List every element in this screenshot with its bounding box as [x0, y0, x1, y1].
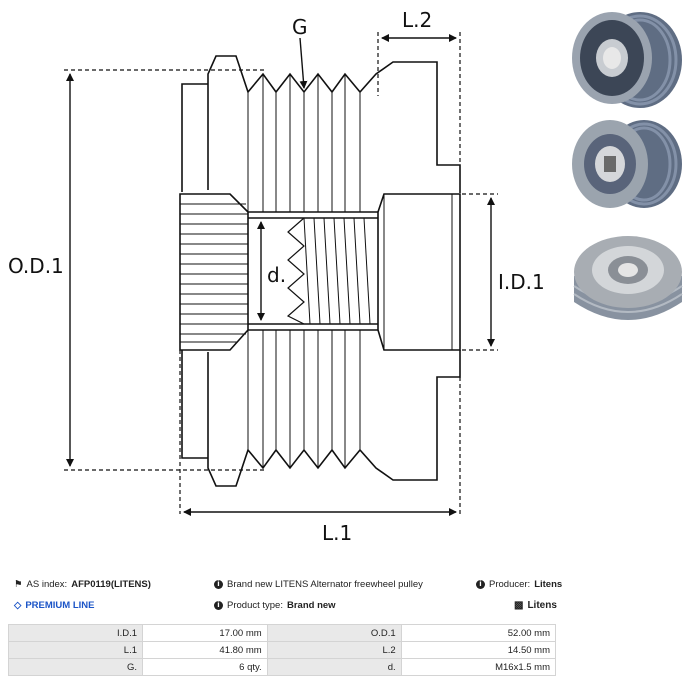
- spec-key: L.1: [8, 641, 143, 659]
- label-l2: L.2: [402, 8, 432, 32]
- info-icon: i: [476, 580, 485, 589]
- producer-label: Producer:: [489, 579, 531, 590]
- spec-value: 17.00 mm: [142, 624, 268, 642]
- spec-value: 52.00 mm: [400, 624, 557, 642]
- g-leader-line: [299, 37, 308, 89]
- litens-logo-text: Litens: [527, 600, 557, 611]
- description-text: Brand new LITENS Alternator freewheel pu…: [227, 579, 423, 590]
- label-od1: O.D.1: [8, 254, 64, 278]
- as-index-value: AFP0119(LITENS): [71, 579, 151, 590]
- spec-key: O.D.1: [266, 624, 402, 642]
- pulley-photo-perspective: [573, 236, 683, 320]
- pulley-outline-top: [207, 55, 461, 193]
- diamond-icon: ◇: [14, 600, 22, 611]
- producer-value: Litens: [534, 579, 563, 590]
- pulley-outline-bottom: [207, 350, 461, 487]
- label-g: G: [292, 15, 308, 39]
- info-icon: i: [214, 601, 223, 610]
- product-type-value: Brand new: [286, 600, 336, 611]
- litens-logo: ▩ Litens: [514, 600, 557, 611]
- spec-key: G.: [8, 658, 143, 676]
- info-icon: i: [214, 580, 223, 589]
- spec-value: 6 qty.: [142, 658, 268, 676]
- spec-key: d.: [266, 658, 402, 676]
- splined-hub: [179, 193, 249, 351]
- table-row: I.D.1 17.00 mm O.D.1 52.00 mm: [8, 624, 557, 642]
- pulley-technical-drawing: G L.2 O.D.1 d. I.D.1 L.1: [8, 8, 545, 545]
- table-row: L.1 41.80 mm L.2 14.50 mm: [8, 641, 557, 659]
- thread-profile: [286, 217, 305, 325]
- label-l1: L.1: [322, 521, 352, 545]
- premium-line-text: PREMIUM LINE: [25, 600, 95, 611]
- pulley-photo-back: [572, 120, 682, 208]
- spec-key: I.D.1: [8, 624, 143, 642]
- spec-value: 41.80 mm: [142, 641, 268, 659]
- spec-key: L.2: [266, 641, 402, 659]
- product-type-label: Product type:: [227, 600, 283, 611]
- product-type: i Product type: Brand new: [214, 600, 336, 611]
- spec-value: 14.50 mm: [400, 641, 557, 659]
- producer: i Producer: Litens: [476, 579, 562, 590]
- spec-table: I.D.1 17.00 mm O.D.1 52.00 mm L.1 41.80 …: [8, 624, 557, 676]
- label-d: d.: [267, 263, 286, 287]
- spec-value: M16x1.5 mm: [400, 658, 557, 676]
- pulley-photo-front: [572, 12, 682, 108]
- litens-logo-icon: ▩: [514, 600, 524, 611]
- tag-icon: ⚑: [14, 579, 23, 590]
- premium-line-badge: ◇ PREMIUM LINE: [14, 600, 94, 611]
- as-index: ⚑ AS index: AFP0119(LITENS): [14, 579, 151, 590]
- product-description: i Brand new LITENS Alternator freewheel …: [214, 579, 423, 590]
- front-cap: [377, 193, 461, 351]
- table-row: G. 6 qty. d. M16x1.5 mm: [8, 658, 557, 676]
- as-index-label: AS index:: [26, 579, 68, 590]
- label-id1: I.D.1: [498, 270, 545, 294]
